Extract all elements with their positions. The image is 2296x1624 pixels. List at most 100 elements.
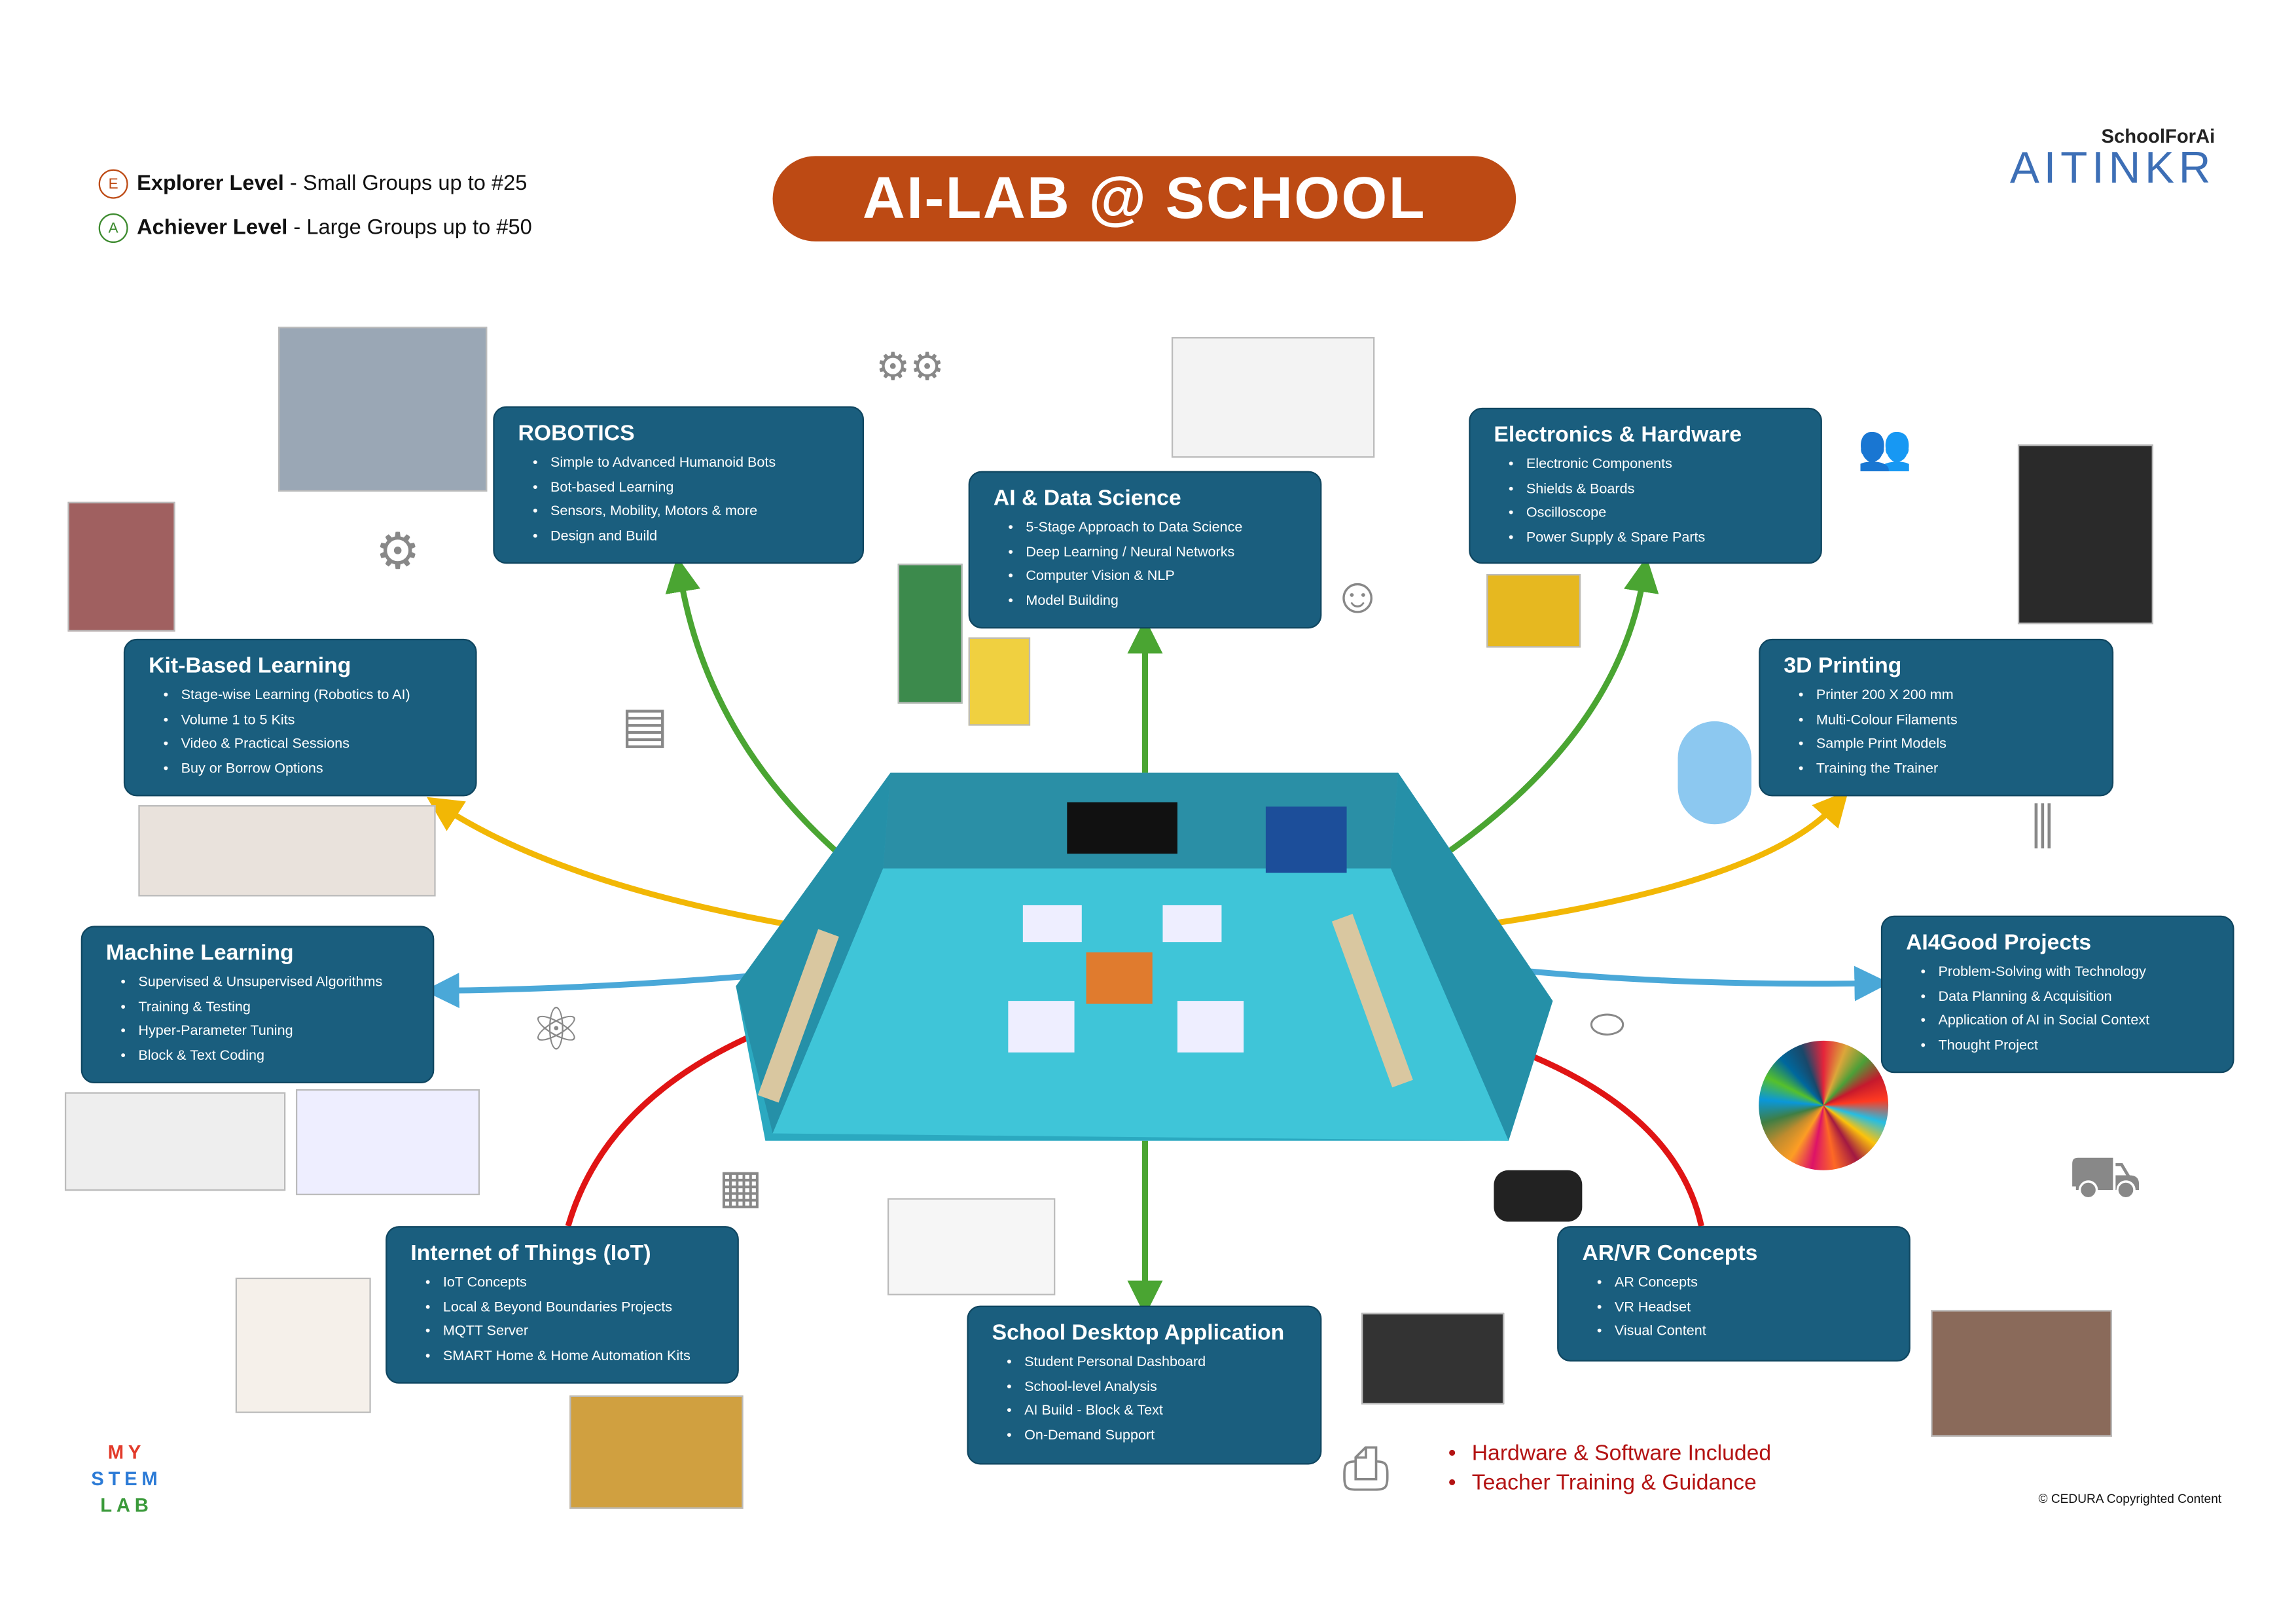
arrow-printing [1486,790,1849,928]
list-item: Hyper-Parameter Tuning [120,1020,409,1045]
list-item: Data Planning & Acquisition [1921,986,2210,1011]
list-item: Simple to Advanced Humanoid Bots [533,452,839,477]
explorer-badge: E [98,169,128,199]
list-item: School-level Analysis [1007,1376,1297,1401]
robotics-box: ROBOTICS Simple to Advanced Humanoid Bot… [493,406,864,564]
list-item: Bot-based Learning [533,477,839,501]
page-title: AI-LAB @ SCHOOL [772,156,1516,242]
3d-printed-figure [1677,721,1751,825]
level-name: Achiever Level [137,216,288,240]
list-item: Sensors, Mobility, Motors & more [533,501,839,526]
list-item: Stage-wise Learning (Robotics to AI) [164,685,452,710]
arrow-arvr [1532,1054,1704,1227]
gear-icon: ⚙ [375,524,420,580]
box-title: Machine Learning [105,940,294,966]
dashboard-screenshot [887,1198,1056,1295]
list-item: Deep Learning / Neural Networks [1008,541,1297,566]
list-item: Problem-Solving with Technology [1921,961,2210,986]
list-item: Training the Trainer [1799,758,2089,783]
list-item: Design and Build [533,526,839,550]
highlights-list: Hardware & Software Included Teacher Tra… [1448,1439,1772,1498]
list-item: Model Building [1008,590,1297,615]
list-item: On-Demand Support [1007,1425,1297,1450]
list-item: AR Concepts [1597,1272,1886,1297]
arrow-iot [565,1035,749,1227]
box-title: ROBOTICS [518,421,635,446]
highlight-item: Teacher Training & Guidance [1448,1469,1771,1498]
circuit-boards-photo [897,564,963,704]
list-item: Buy or Borrow Options [164,758,452,783]
kit-based-learning-box: Kit-Based Learning Stage-wise Learning (… [123,638,477,797]
aitinkr-logo: SchoolForAi AITINKR [1943,125,2215,191]
explorer-level: E Explorer Level - Small Groups up to #2… [98,169,532,199]
list-item: Electronic Components [1509,454,1797,478]
list-item: Computer Vision & NLP [1008,566,1297,590]
3d-printer-photo [2017,444,2153,624]
list-item: Printer 200 X 200 mm [1799,685,2089,710]
box-title: AI4Good Projects [1906,930,2092,956]
list-item: Student Personal Dashboard [1007,1351,1297,1376]
logo-tagline: SchoolForAi [2101,125,2215,147]
iot-box: Internet of Things (IoT) IoT ConceptsLoc… [386,1226,739,1384]
list-item: MQTT Server [425,1321,714,1346]
list-item: Sample Print Models [1799,734,2089,759]
kit-books-photo [67,501,175,632]
arrow-ai4good [1530,965,1890,1001]
mystemlab-logo: MY STEM LAB [67,1439,185,1519]
robot-photo [278,327,488,492]
level-legend: E Explorer Level - Small Groups up to #2… [98,169,532,244]
learner-icon: ☺ [1332,568,1384,624]
vr-goggles-icon: ⬭ [1589,1001,1625,1047]
3d-printer-icon: ⎙ [1342,1436,1390,1502]
list-item: Supervised & Unsupervised Algorithms [120,971,409,996]
oscilloscope-icon: ▤ [620,697,669,754]
block-coding-screenshot [295,1089,480,1195]
list-item: Local & Beyond Boundaries Projects [425,1296,714,1321]
iot-smart-home-photo [235,1277,371,1413]
list-item: IoT Concepts [425,1272,714,1297]
sdg-goals-wheel [1759,1040,1889,1170]
list-item: Video & Practical Sessions [164,734,452,759]
vr-headset-photo [1494,1170,1583,1222]
list-item: Power Supply & Spare Parts [1509,527,1797,552]
teamwork-icon: 👥 [1857,424,1912,473]
list-item: Volume 1 to 5 Kits [164,709,452,734]
arrow-robotics [665,556,841,856]
list-item: VR Headset [1597,1296,1886,1321]
box-title: Electronics & Hardware [1494,422,1742,448]
gears-icon: ⚙⚙ [875,344,944,389]
oscilloscope-photo [1486,573,1581,648]
list-item: Block & Text Coding [120,1045,409,1070]
school-desktop-app-box: School Desktop Application Student Perso… [967,1305,1322,1465]
list-item: Oscilloscope [1509,503,1797,528]
logo-row: MY [107,1441,146,1464]
list-item: Multi-Colour Filaments [1799,709,2089,734]
tablet-photo [1361,1312,1505,1405]
highlight-item: Hardware & Software Included [1448,1439,1772,1469]
box-title: Kit-Based Learning [149,653,351,679]
list-item: Application of AI in Social Context [1921,1011,2210,1036]
ar-vr-box: AR/VR Concepts AR ConceptsVR HeadsetVisu… [1557,1226,1910,1362]
robot-cars-photo [569,1395,744,1509]
level-desc: - Small Groups up to #25 [283,172,528,196]
box-title: AI & Data Science [993,486,1181,511]
list-item: 5-Stage Approach to Data Science [1008,516,1297,541]
copyright-notice: © CEDURA Copyrighted Content [2038,1490,2222,1506]
achiever-level: A Achiever Level - Large Groups up to #5… [98,213,532,244]
achiever-badge: A [98,213,128,244]
logo-wordmark: AITINKR [2009,144,2215,193]
box-title: AR/VR Concepts [1582,1240,1758,1266]
machine-learning-box: Machine Learning Supervised & Unsupervis… [81,926,435,1084]
box-title: School Desktop Application [992,1320,1285,1346]
list-item: AI Build - Block & Text [1007,1400,1297,1425]
list-item: Shields & Boards [1509,478,1797,503]
list-item: Thought Project [1921,1035,2210,1060]
level-desc: - Large Groups up to #50 [287,216,532,240]
arrow-kit [426,797,788,928]
arrow-ml [423,973,751,1009]
code-editor-screenshot [64,1092,286,1191]
arrow-electronics [1433,556,1659,864]
box-title: 3D Printing [1784,653,1902,679]
ai-data-science-box: AI & Data Science 5-Stage Approach to Da… [968,471,1322,629]
